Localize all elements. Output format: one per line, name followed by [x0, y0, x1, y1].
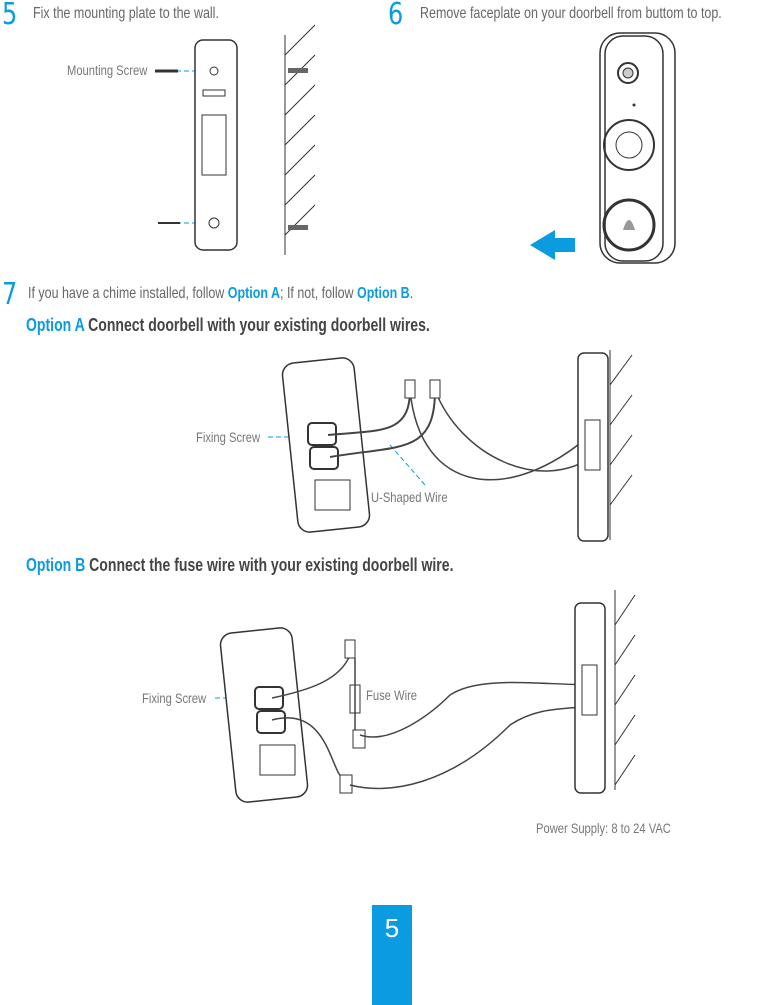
step-7-text-3: . [409, 285, 414, 302]
option-b-ref: Option B [357, 285, 410, 302]
page-number: 5 [372, 905, 412, 1005]
step-6-number: 6 [388, 0, 404, 32]
option-b-label: Option B [26, 555, 86, 575]
step-6-text: Remove faceplate on your doorbell from b… [420, 5, 722, 22]
option-b-title: Connect the fuse wire with your existing… [85, 555, 454, 575]
option-a-label: Option A [26, 315, 85, 335]
step-7-number: 7 [2, 277, 18, 312]
step-7-text-2: ; If not, follow [280, 285, 358, 302]
step-7-text: If you have a chime installed, follow Op… [28, 285, 413, 303]
step-5-number: 5 [2, 0, 18, 32]
option-a-illustration [268, 350, 633, 542]
mounting-plate-illustration [155, 24, 316, 255]
step-7-text-1: If you have a chime installed, follow [28, 285, 228, 302]
option-b-heading: Option B Connect the fuse wire with your… [26, 555, 453, 576]
option-a-title: Connect doorbell with your existing door… [84, 315, 430, 335]
option-a-heading: Option A Connect doorbell with your exis… [26, 315, 430, 336]
option-a-fixing-screw-label: Fixing Screw [196, 429, 261, 445]
fuse-wire-label: Fuse Wire [366, 687, 418, 703]
u-shaped-wire-label: U-Shaped Wire [371, 489, 448, 505]
mounting-screw-label: Mounting Screw [67, 62, 148, 78]
option-b-illustration [215, 590, 636, 803]
step-5-text: Fix the mounting plate to the wall. [33, 5, 219, 22]
power-supply-label: Power Supply: 8 to 24 VAC [536, 820, 671, 836]
option-a-ref: Option A [227, 285, 281, 302]
option-b-fixing-screw-label: Fixing Screw [142, 690, 207, 706]
doorbell-faceplate-illustration [530, 32, 676, 264]
